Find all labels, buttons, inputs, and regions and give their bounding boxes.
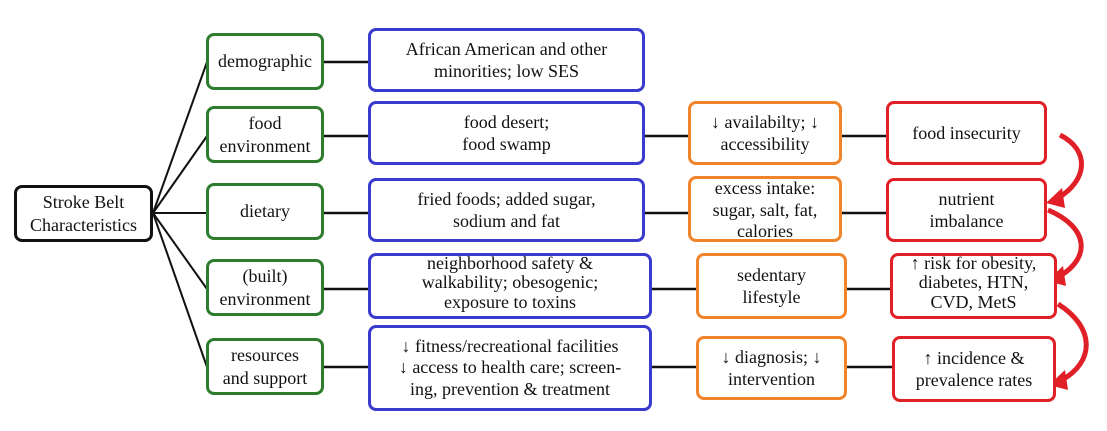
root-to-food-environment-line — [152, 135, 208, 214]
outcome-risk: ↑ risk for obesity, diabetes, HTN, CVD, … — [890, 253, 1057, 319]
root-to-demographic-line — [152, 61, 208, 214]
root-node: Stroke Belt Characteristics — [14, 185, 153, 242]
outcome-text: food insecurity — [912, 122, 1021, 143]
outcome-text: ↑ risk for obesity, diabetes, HTN, CVD, … — [910, 253, 1037, 312]
effect-resources-support: ↓ diagnosis; ↓ intervention — [696, 336, 847, 400]
root-to-built-environment-line — [152, 212, 208, 290]
effect-text: ↓ availabilty; ↓ accessibility — [711, 111, 819, 155]
outcome-text: ↑ incidence & prevalence rates — [915, 347, 1033, 391]
category-resources-support: resources and support — [206, 338, 324, 395]
effect-built-environment: sedentary lifestyle — [696, 253, 847, 319]
effect-dietary: excess intake: sugar, salt, fat, calorie… — [688, 176, 842, 242]
description-food-environment: food desert; food swamp — [368, 101, 645, 165]
category-label: (built) environment — [219, 266, 311, 309]
outcome-arrowhead-1 — [1046, 188, 1065, 208]
category-label: demographic — [218, 51, 312, 72]
outcome-text: nutrient imbalance — [929, 188, 1004, 232]
description-resources-support: ↓ fitness/recreational facilities ↓ acce… — [368, 325, 652, 411]
effect-text: sedentary lifestyle — [737, 264, 806, 308]
category-dietary: dietary — [206, 183, 324, 240]
outcome-incidence: ↑ incidence & prevalence rates — [892, 336, 1056, 402]
category-built-environment: (built) environment — [206, 259, 324, 316]
root-label: Stroke Belt Characteristics — [30, 192, 137, 235]
description-dietary: fried foods; added sugar, sodium and fat — [368, 178, 645, 242]
category-label: food environment — [219, 113, 311, 156]
outcome-arrow-2 — [1047, 207, 1084, 279]
category-label: dietary — [240, 201, 290, 222]
outcome-nutrient-imbalance: nutrient imbalance — [886, 178, 1047, 242]
description-text: ↓ fitness/recreational facilities ↓ acce… — [398, 335, 622, 399]
description-built-environment: neighborhood safety & walkability; obeso… — [368, 253, 652, 319]
outcome-food-insecurity: food insecurity — [886, 101, 1047, 165]
category-label: resources and support — [222, 345, 308, 388]
description-text: African American and other minorities; l… — [405, 38, 608, 82]
outcome-arrow-1 — [1056, 132, 1084, 201]
category-demographic: demographic — [206, 33, 324, 90]
description-text: neighborhood safety & walkability; obeso… — [421, 253, 599, 312]
description-demographic: African American and other minorities; l… — [368, 28, 645, 92]
effect-text: excess intake: sugar, salt, fat, calorie… — [712, 178, 818, 242]
effect-food-environment: ↓ availabilty; ↓ accessibility — [688, 101, 842, 165]
description-text: fried foods; added sugar, sodium and fat — [417, 188, 596, 232]
outcome-arrow-3 — [1056, 301, 1089, 383]
category-food-environment: food environment — [206, 106, 324, 163]
root-to-resources-line — [152, 212, 208, 368]
description-text: food desert; food swamp — [462, 111, 551, 155]
effect-text: ↓ diagnosis; ↓ intervention — [721, 346, 822, 390]
